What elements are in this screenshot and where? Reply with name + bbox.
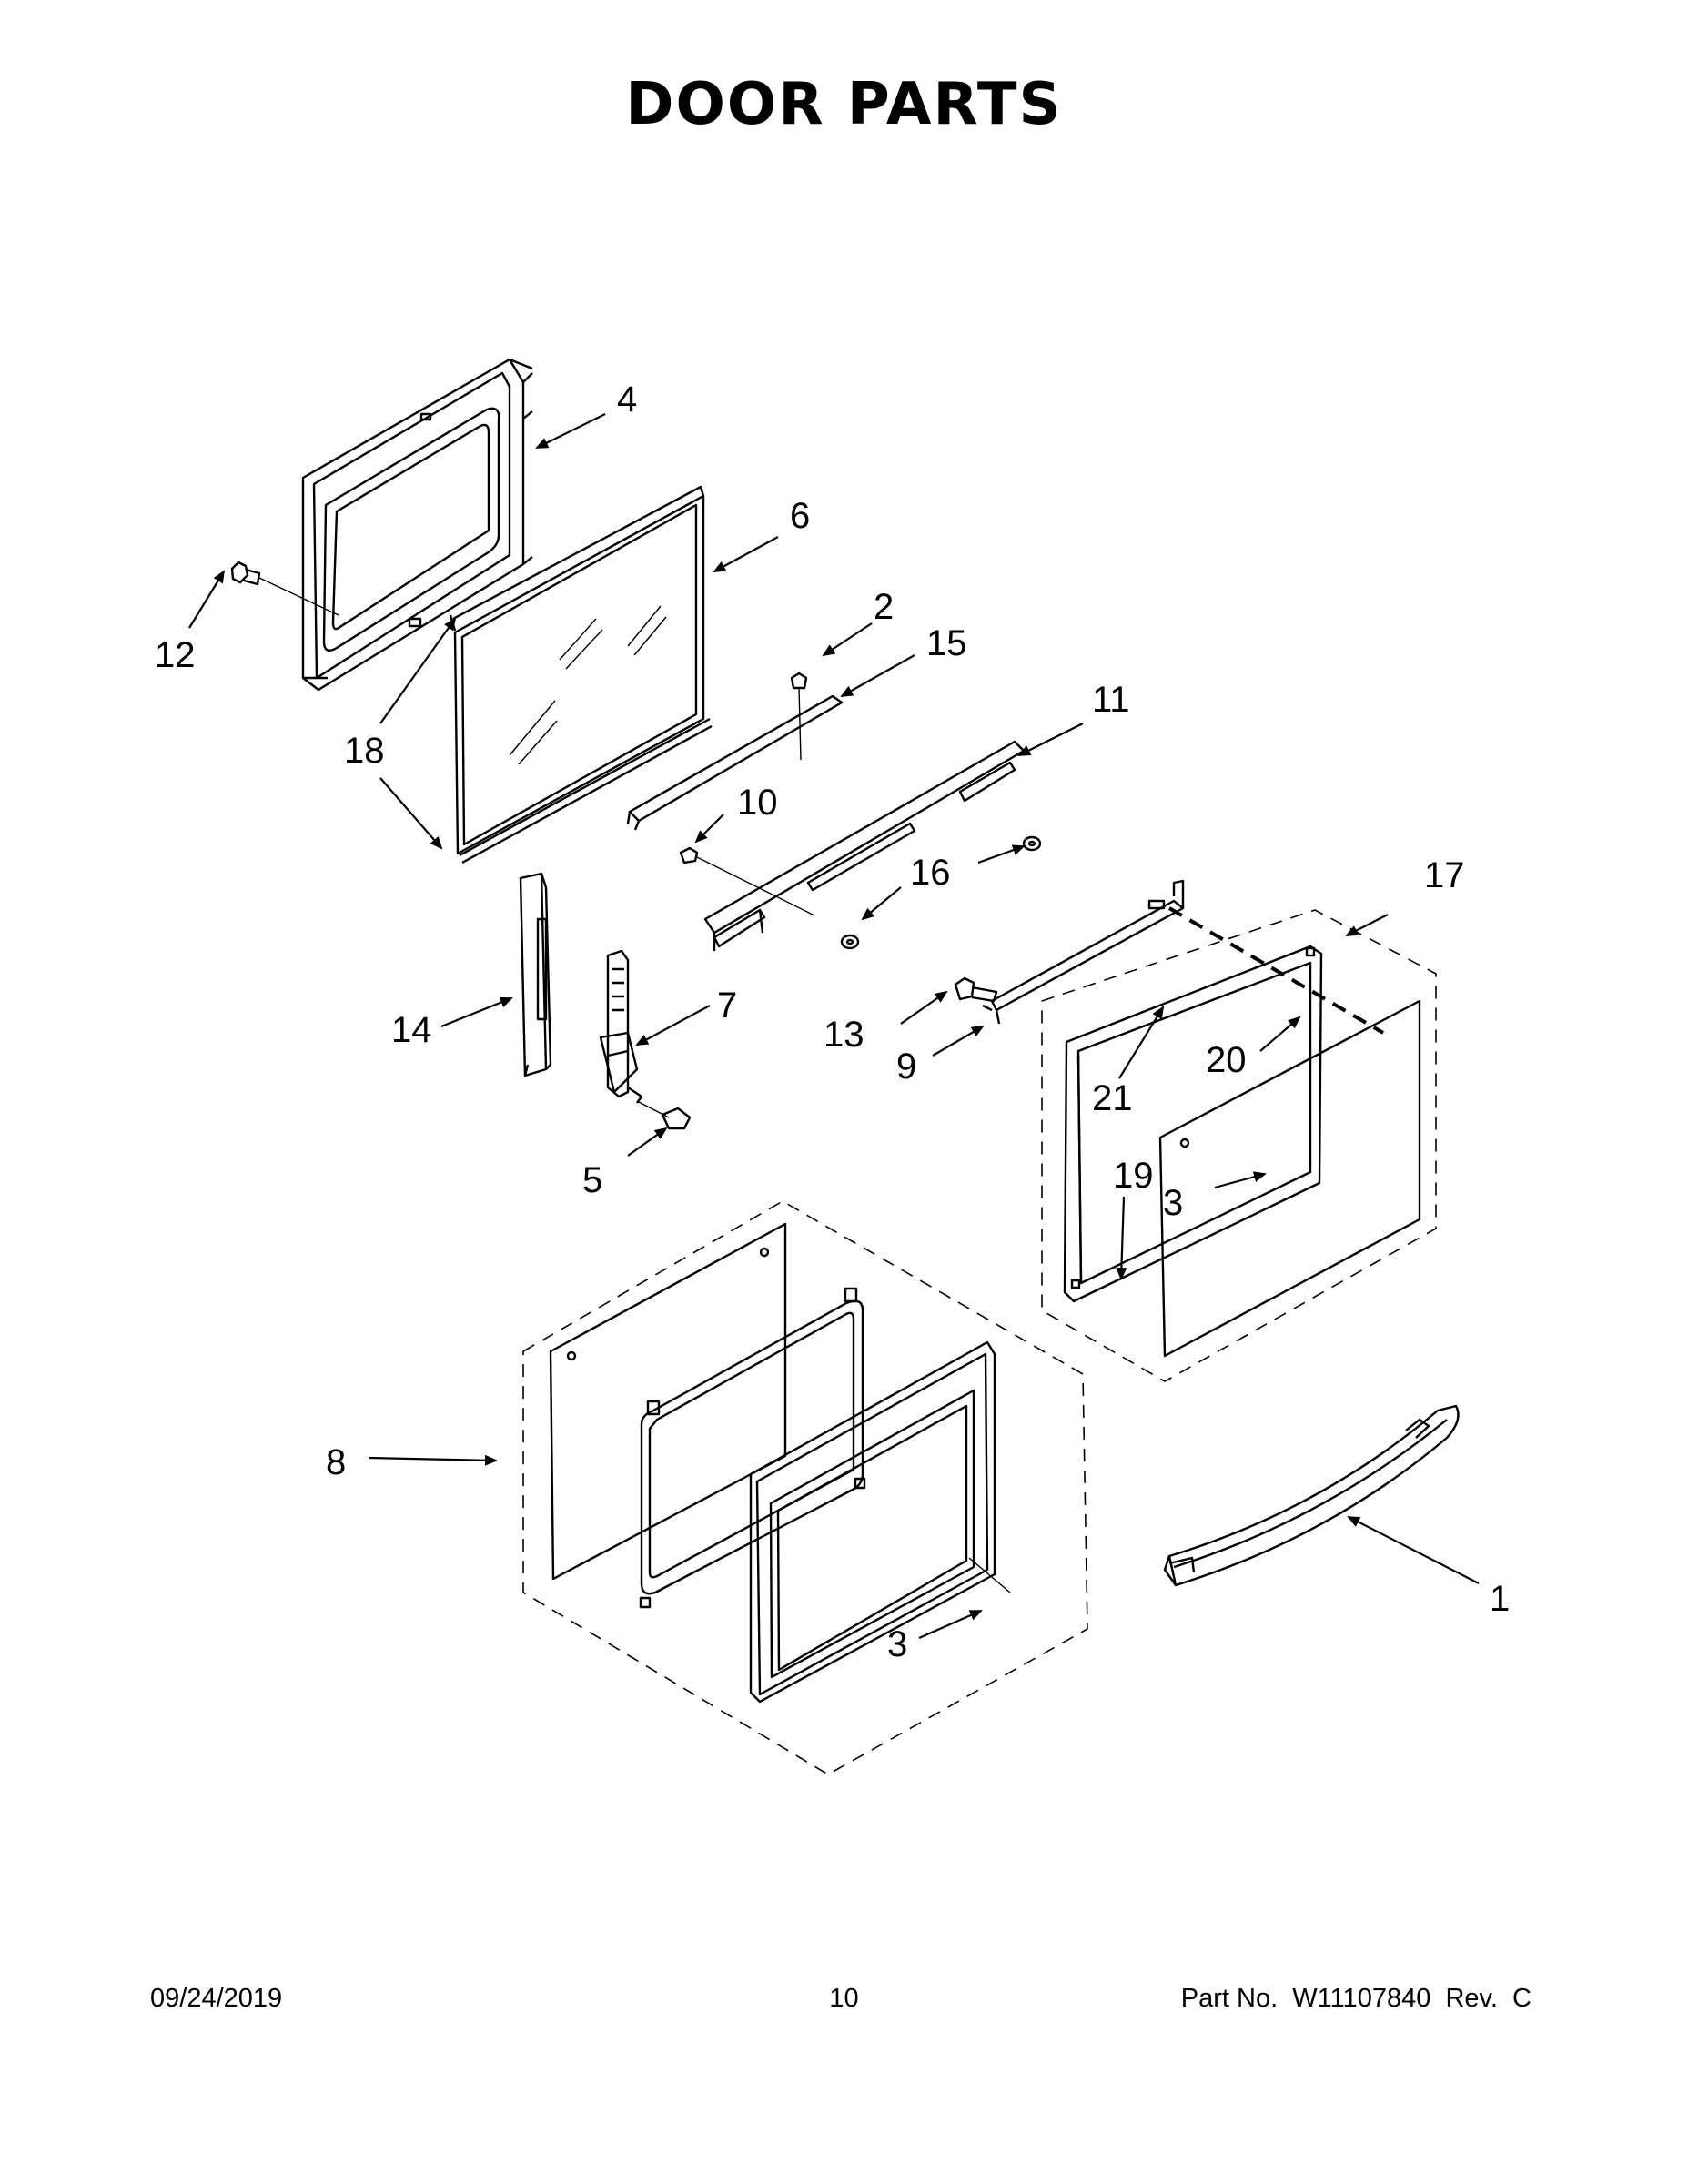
callout-8: 8: [326, 1442, 346, 1482]
hinge-screw-part: [636, 1100, 692, 1130]
side-trim-part: [519, 872, 552, 1077]
callout-9: 9: [896, 1046, 916, 1087]
callout-labels: 1 2 3 3 4 5 6 7 8 9 10 11 12 13 14 15 16…: [155, 379, 1510, 1664]
control-panel-glass-group: [1041, 906, 1437, 1382]
callout-16: 16: [910, 853, 951, 893]
callout-3b: 3: [1163, 1183, 1183, 1223]
callout-21: 21: [1092, 1078, 1133, 1118]
callout-13: 13: [824, 1015, 864, 1055]
callout-12: 12: [155, 635, 196, 675]
callout-11: 11: [1092, 680, 1130, 720]
callout-15: 15: [926, 623, 967, 663]
screw-part: [230, 561, 339, 616]
callout-6: 6: [790, 496, 810, 536]
inner-door-frame-part: [301, 358, 533, 692]
nut-part: [840, 835, 1042, 950]
callout-7: 7: [717, 986, 737, 1026]
callout-20: 20: [1206, 1040, 1247, 1080]
vent-screw-part: [679, 846, 815, 916]
outer-door-group: [522, 1200, 1088, 1775]
callout-10: 10: [737, 783, 778, 823]
vent-bracket-part: [703, 740, 1026, 951]
page-title: DOOR PARTS: [625, 71, 1063, 138]
callout-19: 19: [1113, 1156, 1154, 1196]
door-handle-part: [1163, 1404, 1460, 1587]
door-hinge-part: [599, 949, 643, 1104]
callout-5: 5: [582, 1160, 602, 1200]
callout-14: 14: [391, 1010, 432, 1050]
door-trim-part: [626, 672, 844, 831]
footer-page-number: 10: [829, 1984, 859, 2013]
hinge-receiver-part: [954, 879, 1185, 1025]
callout-18: 18: [344, 731, 385, 771]
leader-arrows: [188, 413, 1480, 1640]
callout-2: 2: [874, 587, 894, 627]
callout-3a: 3: [887, 1624, 907, 1664]
footer-date: 09/24/2019: [150, 1984, 283, 2013]
callout-17: 17: [1424, 855, 1465, 895]
footer-part-number: Part No. W11107840 Rev. C: [1180, 1984, 1531, 2013]
door-glass-panel-part: [449, 485, 713, 864]
callout-1: 1: [1490, 1579, 1510, 1619]
callout-4: 4: [617, 379, 637, 420]
